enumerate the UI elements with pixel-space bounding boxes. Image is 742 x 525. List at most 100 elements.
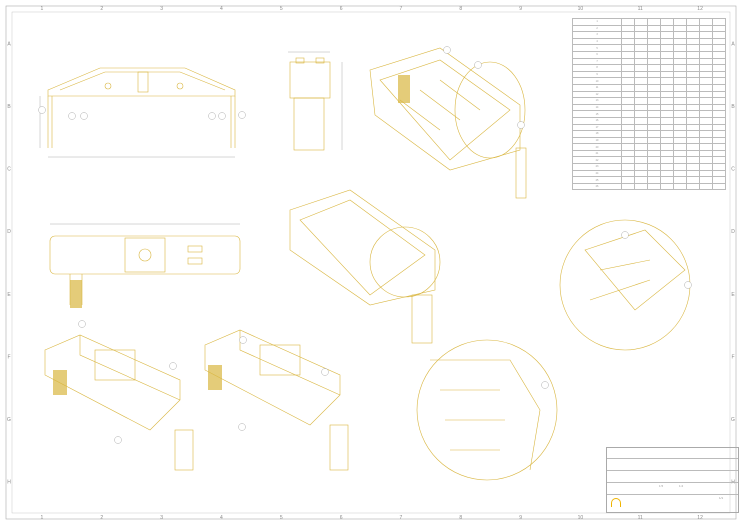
bom-cell xyxy=(621,50,636,59)
bom-cell xyxy=(647,83,662,92)
bom-cell xyxy=(621,169,636,178)
bom-cell xyxy=(699,136,713,145)
bom-cell xyxy=(711,64,727,72)
zone-label: E xyxy=(7,292,11,298)
bom-cell xyxy=(621,90,636,99)
zone-label: G xyxy=(731,417,735,423)
bom-cell xyxy=(660,163,675,171)
bom-cell xyxy=(647,70,662,79)
bom-cell: 24 xyxy=(571,169,623,178)
bom-cell xyxy=(634,136,649,145)
bom-cell xyxy=(711,169,727,178)
bom-row: 6 xyxy=(571,50,727,59)
bom-cell xyxy=(660,143,675,151)
bom-cell xyxy=(647,24,662,33)
bom-cell xyxy=(711,44,727,52)
bom-cell xyxy=(673,123,688,132)
zone-label: D xyxy=(731,229,735,235)
bom-row: 8 xyxy=(571,64,727,72)
bom-cell xyxy=(711,70,727,79)
isometric-view-4 xyxy=(204,329,349,471)
bom-cell xyxy=(711,24,727,33)
bom-cell xyxy=(711,123,727,132)
bom-cell xyxy=(686,70,700,79)
bom-cell xyxy=(711,90,727,99)
bom-cell xyxy=(673,163,688,171)
bom-cell xyxy=(621,83,636,92)
zone-label: 1 xyxy=(41,515,44,521)
bom-cell xyxy=(660,64,675,72)
bom-row: 9 xyxy=(571,70,727,79)
bom-row: 14 xyxy=(571,103,727,112)
scale-main: 1:5 xyxy=(659,484,664,488)
bom-cell xyxy=(699,24,713,33)
bom-cell xyxy=(686,83,700,92)
bom-cell xyxy=(621,57,636,66)
bom-cell xyxy=(647,130,662,138)
bom-cell xyxy=(711,83,727,92)
bom-cell xyxy=(634,50,649,59)
bom-cell xyxy=(711,57,727,66)
bom-cell xyxy=(711,97,727,105)
bom-cell xyxy=(660,130,675,138)
bom-cell xyxy=(673,83,688,92)
bom-row: 21 xyxy=(571,149,727,158)
bom-cell xyxy=(673,130,688,138)
zone-label: H xyxy=(7,480,11,486)
detail-circle-b xyxy=(416,339,558,481)
zone-label: 6 xyxy=(340,515,343,521)
bom-cell xyxy=(711,37,727,46)
bom-cell xyxy=(686,163,700,171)
bom-cell xyxy=(660,83,675,92)
bom-cell: 8 xyxy=(571,64,623,72)
bom-cell xyxy=(711,18,727,26)
front-view xyxy=(47,67,236,148)
bom-cell xyxy=(660,169,675,178)
bom-cell xyxy=(621,123,636,132)
bom-cell xyxy=(686,37,700,46)
zone-label: 5 xyxy=(280,6,283,12)
bom-row: 24 xyxy=(571,169,727,178)
bom-cell xyxy=(647,176,662,184)
bom-cell xyxy=(621,97,636,105)
bom-cell xyxy=(660,97,675,105)
bom-row: 2 xyxy=(571,24,727,33)
bom-cell xyxy=(686,110,700,118)
bom-cell: 16 xyxy=(571,116,623,125)
bom-cell xyxy=(699,143,713,151)
bom-cell xyxy=(634,163,649,171)
detail-circle-a xyxy=(559,219,691,351)
bom-cell xyxy=(660,176,675,184)
bom-cell xyxy=(711,50,727,59)
bom-cell xyxy=(634,130,649,138)
zone-label: 7 xyxy=(400,515,403,521)
bom-cell: 6 xyxy=(571,50,623,59)
bom-cell xyxy=(647,110,662,118)
bom-cell xyxy=(686,31,700,39)
bom-cell xyxy=(660,77,675,85)
bom-cell xyxy=(634,37,649,46)
bom-cell: 5 xyxy=(571,44,623,52)
dimension-lines xyxy=(39,51,343,225)
bom-cell xyxy=(660,149,675,158)
isometric-view-2 xyxy=(289,189,441,344)
bom-cell xyxy=(699,31,713,39)
bom-cell xyxy=(660,90,675,99)
bom-row: 16 xyxy=(571,116,727,125)
bom-cell xyxy=(686,97,700,105)
bom-cell xyxy=(673,24,688,33)
bom-cell xyxy=(621,149,636,158)
bom-cell xyxy=(647,143,662,151)
bom-cell: 9 xyxy=(571,70,623,79)
zone-label: F xyxy=(731,354,734,360)
bom-cell xyxy=(621,37,636,46)
fin-arrays xyxy=(53,75,410,395)
outer-frame xyxy=(5,5,737,520)
zone-label: 6 xyxy=(340,6,343,12)
bom-cell xyxy=(711,143,727,151)
bom-cell xyxy=(660,103,675,112)
bom-cell: 18 xyxy=(571,130,623,138)
bom-cell xyxy=(686,176,700,184)
bom-cell xyxy=(621,24,636,33)
